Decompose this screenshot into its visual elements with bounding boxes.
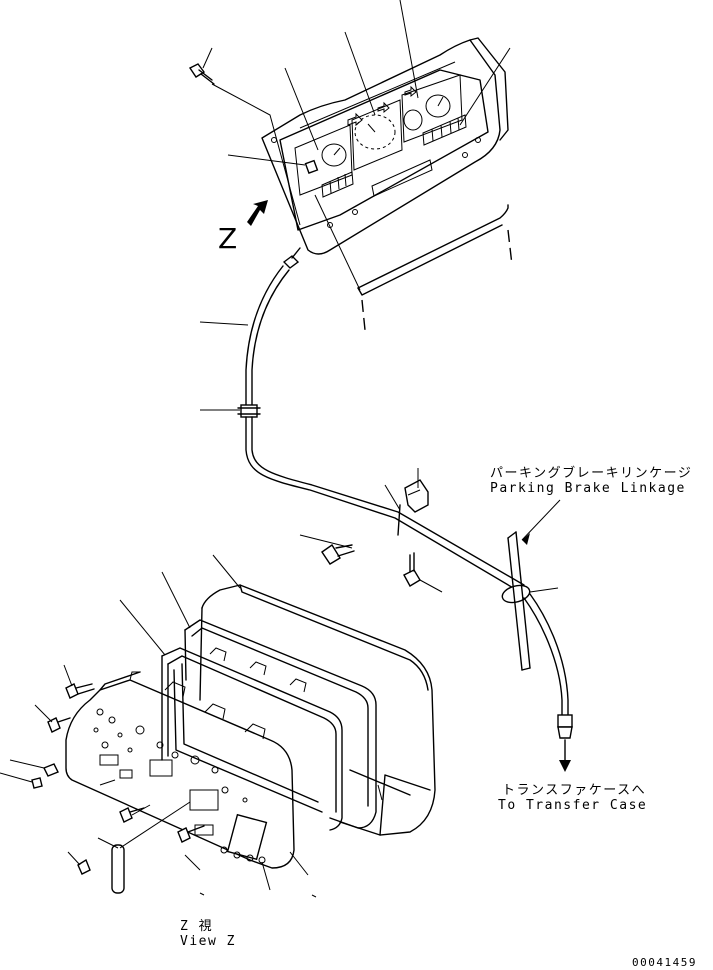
exploded-panel-gasket-inner bbox=[161, 647, 343, 831]
screws-and-bulbs bbox=[31, 683, 205, 894]
parking-brake-label-jp: パーキングブレーキリンケージ bbox=[490, 466, 693, 481]
drawing-number: 00041459 bbox=[632, 956, 697, 969]
parking-brake-linkage-rod bbox=[507, 531, 531, 671]
bolt-top bbox=[188, 63, 215, 85]
view-letter-label: Z bbox=[218, 222, 238, 255]
instrument-panel-assembly bbox=[261, 37, 513, 331]
exploded-panel-front-board bbox=[65, 671, 295, 869]
view-z-arrow-icon bbox=[247, 200, 268, 226]
speedometer-cable bbox=[237, 247, 573, 772]
view-caption-jp: Z 視 bbox=[180, 919, 214, 934]
exploded-panel-housing bbox=[199, 584, 436, 836]
leader-lines-middle bbox=[199, 321, 561, 593]
exploded-panel-gasket-outer bbox=[184, 619, 377, 829]
parking-brake-label-en: Parking Brake Linkage bbox=[490, 481, 686, 496]
leader-lines-top bbox=[202, 0, 511, 226]
transfer-case-label-en: To Transfer Case bbox=[498, 798, 648, 813]
transfer-case-label-jp: トランスファケースへ bbox=[502, 783, 647, 798]
cable-bracket bbox=[321, 479, 429, 587]
view-caption-en: View Z bbox=[180, 934, 236, 949]
leader-lines-bottom bbox=[0, 554, 317, 898]
